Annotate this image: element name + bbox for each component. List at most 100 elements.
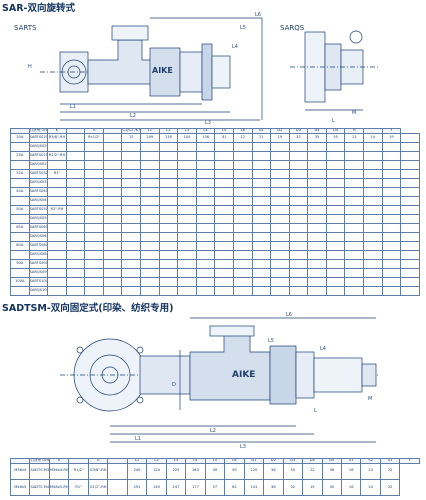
table-cell: G3/8"-RH <box>87 462 109 480</box>
table-cell <box>47 213 67 224</box>
table-cell <box>102 141 123 152</box>
table-cell: 21 <box>251 132 272 143</box>
spec-table-sadtsm: 订货号 Order-No.KGL1L2L3L4L5L6D1D2D3D4D5S1S… <box>9 458 420 497</box>
table-cell <box>344 150 364 161</box>
dim-label: L1 <box>70 104 76 110</box>
table-header-cell: C1/C2 /K7 <box>121 128 142 134</box>
table-cell <box>400 285 420 297</box>
table-cell <box>214 231 234 242</box>
table-cell <box>307 276 327 287</box>
table-cell: M36x4-RH <box>48 462 70 480</box>
table-cell <box>270 159 290 170</box>
table-cell <box>195 213 216 224</box>
table-cell <box>307 258 327 269</box>
table-cell <box>10 177 30 188</box>
table-cell <box>381 177 402 188</box>
table-cell: 247 <box>165 478 187 497</box>
table-cell <box>140 222 160 233</box>
table-cell <box>344 159 364 170</box>
table-cell <box>251 240 272 251</box>
table-cell <box>344 177 364 188</box>
table-row: SARQS032A-015A.01 <box>10 177 420 188</box>
table-cell <box>195 258 216 269</box>
table-cell <box>362 141 383 152</box>
table-cell: SARTS080A-040A.01 <box>28 240 49 251</box>
table-row: 25ASARTS025A-010A.01R1/2"-RH <box>10 150 420 161</box>
table-cell <box>400 258 420 269</box>
table-cell: 22 <box>379 462 401 480</box>
table-cell <box>307 267 327 278</box>
table-cell: SARQS032A-015A.01 <box>28 177 49 188</box>
table-cell <box>232 267 253 278</box>
table-cell <box>84 150 104 161</box>
table-cell <box>400 150 420 161</box>
table-cell: SARQS080A-040A.01 <box>28 249 49 260</box>
dim-label: L4 <box>320 346 326 352</box>
table-cell <box>102 267 123 278</box>
dim-label: M <box>352 110 357 116</box>
table-cell: 38 <box>263 478 284 497</box>
table-cell <box>400 141 420 152</box>
table-cell <box>232 186 253 197</box>
table-row: SARQS020A-008A.01 <box>10 141 420 152</box>
table-cell: 209 <box>140 132 160 143</box>
table-cell <box>362 285 383 297</box>
table-cell <box>47 267 67 278</box>
table-cell <box>232 150 253 161</box>
table-cell <box>307 213 327 224</box>
table-cell <box>102 168 123 179</box>
table-cell <box>251 159 272 170</box>
table-cell <box>325 141 346 152</box>
table-cell <box>158 195 179 206</box>
table-cell: 20A <box>10 132 30 143</box>
table-cell <box>325 150 346 161</box>
table-cell <box>400 231 420 242</box>
table-cell <box>214 150 234 161</box>
table-cell <box>84 267 104 278</box>
table-cell: 55 <box>282 462 304 480</box>
table-cell <box>158 168 179 179</box>
table-cell <box>195 222 216 233</box>
table-cell <box>47 285 67 297</box>
table-cell <box>65 231 86 242</box>
table-cell <box>270 267 290 278</box>
table-cell <box>325 240 346 251</box>
table-cell <box>102 195 123 206</box>
table-cell <box>177 240 197 251</box>
table-cell <box>400 267 420 278</box>
table-cell <box>140 186 160 197</box>
table-cell <box>400 132 420 143</box>
table-cell <box>400 159 420 170</box>
table-cell <box>102 177 123 188</box>
table-cell <box>232 231 253 242</box>
table-cell <box>381 213 402 224</box>
table-cell <box>307 141 327 152</box>
table-cell <box>102 240 123 251</box>
table-cell <box>307 168 327 179</box>
table-cell <box>251 195 272 206</box>
table-cell <box>362 150 383 161</box>
table-cell <box>121 186 142 197</box>
table-cell: 32 <box>282 478 304 497</box>
table-cell <box>65 213 86 224</box>
table-cell <box>344 258 364 269</box>
table-cell <box>65 159 86 170</box>
table-cell <box>121 177 142 188</box>
table-cell: 25A <box>10 150 30 161</box>
table-cell <box>251 231 272 242</box>
table-cell <box>344 222 364 233</box>
table-cell <box>158 141 179 152</box>
table-cell <box>84 240 104 251</box>
table-cell <box>325 159 346 170</box>
table-cell <box>214 159 234 170</box>
table-cell: 291 <box>126 478 148 497</box>
table-cell <box>400 240 420 251</box>
table-cell: 30 <box>321 478 342 497</box>
table-cell: SARTS025A-010A.01 <box>28 150 49 161</box>
table-cell <box>140 249 160 260</box>
